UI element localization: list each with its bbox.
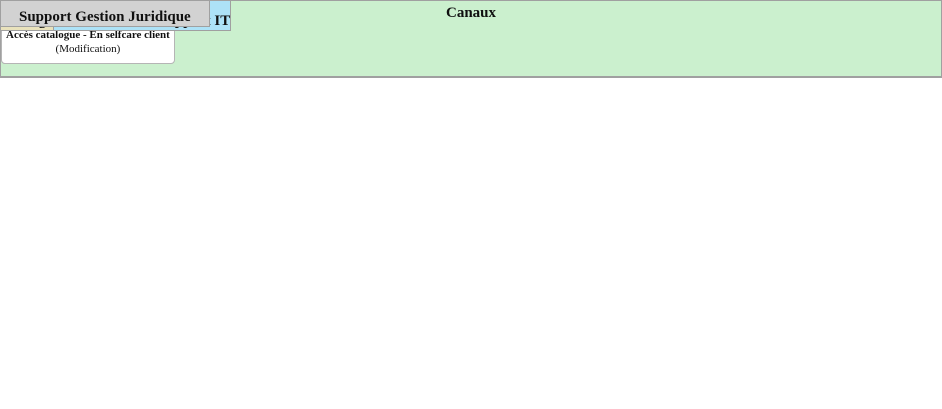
capability-card-modification-tag: (Modification)	[55, 43, 121, 55]
domain-support-gestion-juridique: Support Gestion Juridique	[0, 0, 210, 27]
section-canaux-label: Canaux	[445, 5, 497, 21]
capability-card-title: Accès catalogue - En selfcare client	[6, 29, 170, 42]
domain-support-gestion-juridique-label: Support Gestion Juridique	[19, 9, 191, 25]
